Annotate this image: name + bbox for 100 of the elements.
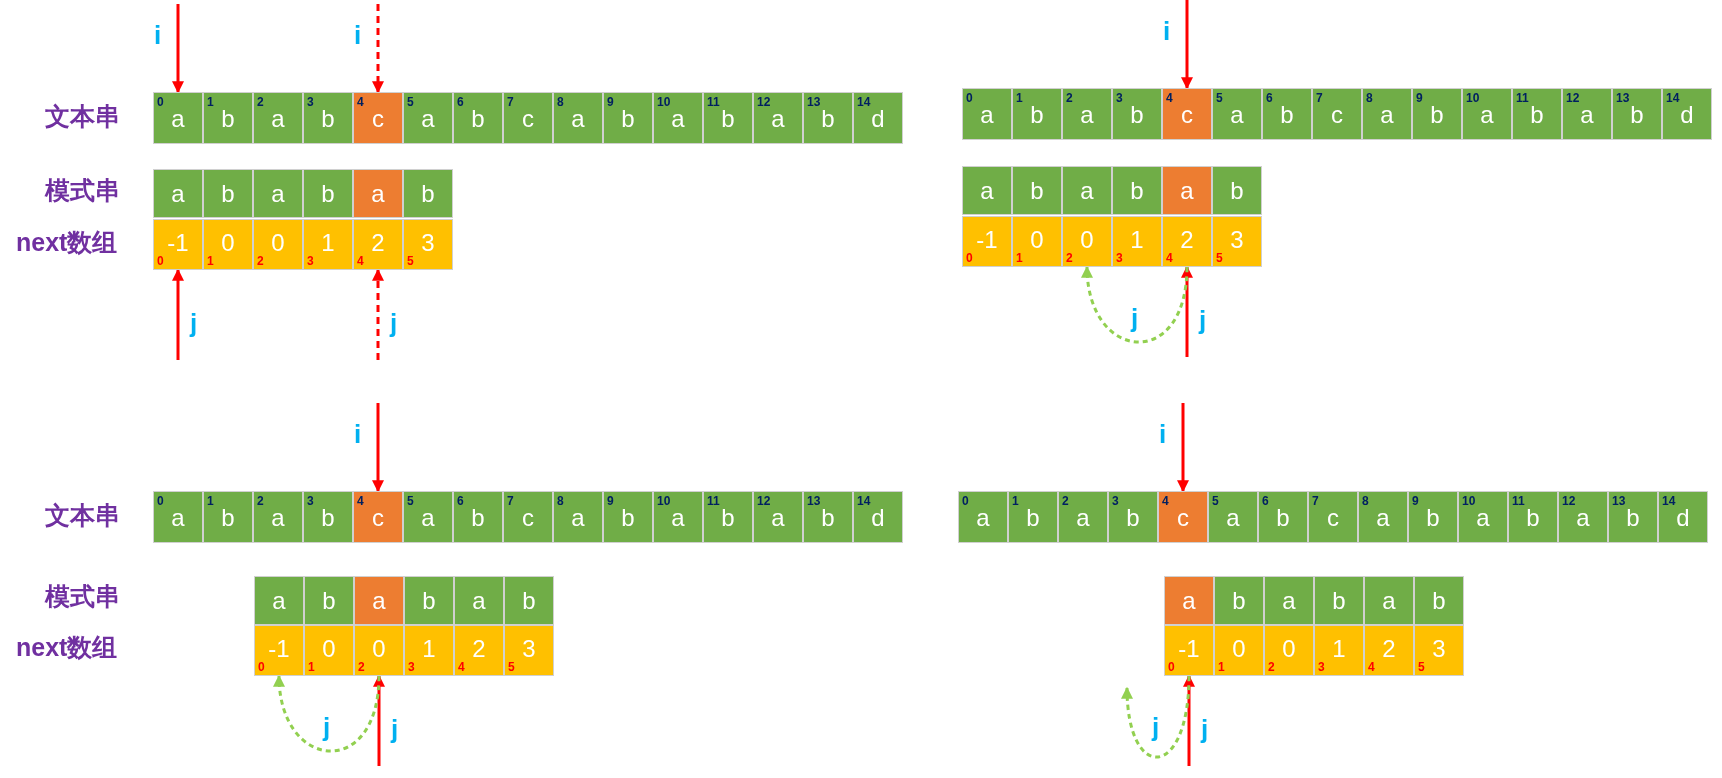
cell-letter: b bbox=[720, 107, 736, 131]
index-number: 10 bbox=[657, 96, 671, 108]
index-number: 12 bbox=[757, 495, 771, 507]
array-cell bbox=[404, 625, 454, 676]
cell-letter: a bbox=[1181, 589, 1197, 613]
index-number: 1 bbox=[1016, 92, 1023, 104]
array-cell bbox=[404, 576, 454, 625]
index-number: 4 bbox=[357, 495, 364, 507]
cell-letter: a bbox=[271, 589, 287, 613]
index-number: 0 bbox=[157, 495, 164, 507]
cell-value: 3 bbox=[1431, 637, 1447, 661]
cell-value: -1 bbox=[166, 231, 190, 255]
cell-letter: a bbox=[1375, 506, 1391, 530]
array-cell bbox=[403, 92, 453, 144]
cell-letter: a bbox=[370, 182, 386, 206]
index-number: 5 bbox=[1418, 661, 1425, 673]
cell-value: -1 bbox=[267, 637, 291, 661]
index-number: 10 bbox=[1466, 92, 1480, 104]
index-number: 6 bbox=[1262, 495, 1269, 507]
array-cell bbox=[504, 576, 554, 625]
array-cell bbox=[1414, 576, 1464, 625]
array-cell bbox=[1058, 491, 1108, 543]
index-number: 1 bbox=[207, 96, 214, 108]
cell-letter: b bbox=[1529, 103, 1545, 127]
index-number: 5 bbox=[1216, 252, 1223, 264]
pointer-label: j bbox=[391, 716, 399, 742]
array-cell bbox=[1012, 88, 1062, 140]
cell-letter: a bbox=[1079, 179, 1095, 203]
array-cell bbox=[1462, 88, 1512, 140]
cell-value: 0 bbox=[1079, 228, 1095, 252]
index-number: 1 bbox=[1218, 661, 1225, 673]
cell-letter: a bbox=[471, 589, 487, 613]
array-cell bbox=[653, 491, 703, 543]
array-cell bbox=[253, 92, 303, 144]
cell-letter: b bbox=[1125, 506, 1141, 530]
cell-letter: b bbox=[521, 589, 537, 613]
index-number: 4 bbox=[458, 661, 465, 673]
array-cell bbox=[1162, 88, 1212, 140]
index-number: 5 bbox=[407, 96, 414, 108]
index-number: 3 bbox=[307, 255, 314, 267]
cell-letter: c bbox=[1326, 506, 1340, 530]
row-label: next数组 bbox=[16, 632, 118, 663]
cell-letter: c bbox=[1180, 103, 1194, 127]
cell-value: -1 bbox=[975, 228, 999, 252]
array-cell bbox=[1164, 576, 1214, 625]
cell-value: 0 bbox=[1281, 637, 1297, 661]
index-number: 12 bbox=[757, 96, 771, 108]
index-number: 10 bbox=[1462, 495, 1476, 507]
cell-letter: a bbox=[1475, 506, 1491, 530]
array-cell bbox=[153, 169, 203, 218]
cell-value: 0 bbox=[321, 637, 337, 661]
array-cell bbox=[803, 92, 853, 144]
array-cell bbox=[553, 491, 603, 543]
pointer-label: i bbox=[154, 22, 162, 48]
array-cell bbox=[504, 625, 554, 676]
array-cell bbox=[1012, 166, 1062, 215]
index-number: 2 bbox=[1066, 92, 1073, 104]
arrow bbox=[373, 674, 385, 766]
cell-letter: b bbox=[1625, 506, 1641, 530]
index-number: 4 bbox=[1166, 92, 1173, 104]
index-number: 1 bbox=[207, 495, 214, 507]
cell-letter: a bbox=[1075, 506, 1091, 530]
arrow bbox=[372, 268, 384, 360]
cell-letter: b bbox=[1425, 506, 1441, 530]
array-cell bbox=[1012, 216, 1062, 267]
cell-letter: b bbox=[420, 182, 436, 206]
index-number: 7 bbox=[507, 495, 514, 507]
array-cell bbox=[353, 169, 403, 218]
cell-value: 0 bbox=[1029, 228, 1045, 252]
cell-letter: a bbox=[270, 506, 286, 530]
array-cell bbox=[403, 169, 453, 218]
index-number: 3 bbox=[1318, 661, 1325, 673]
cell-letter: a bbox=[670, 506, 686, 530]
array-cell bbox=[753, 92, 803, 144]
pointer-label: i bbox=[354, 22, 362, 48]
index-number: 2 bbox=[358, 661, 365, 673]
index-number: 3 bbox=[1112, 495, 1119, 507]
cell-value: -1 bbox=[1177, 637, 1201, 661]
index-number: 0 bbox=[966, 252, 973, 264]
index-number: 2 bbox=[257, 96, 264, 108]
cell-letter: a bbox=[170, 107, 186, 131]
index-number: 4 bbox=[1368, 661, 1375, 673]
index-number: 13 bbox=[1612, 495, 1626, 507]
cell-letter: b bbox=[1525, 506, 1541, 530]
index-number: 3 bbox=[307, 495, 314, 507]
array-cell bbox=[603, 491, 653, 543]
array-cell bbox=[1008, 491, 1058, 543]
cell-letter: b bbox=[320, 182, 336, 206]
array-cell bbox=[153, 92, 203, 144]
arrow bbox=[372, 403, 384, 493]
index-number: 2 bbox=[1062, 495, 1069, 507]
array-cell bbox=[553, 92, 603, 144]
cell-letter: b bbox=[720, 506, 736, 530]
cell-letter: a bbox=[1225, 506, 1241, 530]
index-number: 12 bbox=[1562, 495, 1576, 507]
array-cell bbox=[1312, 88, 1362, 140]
arrow bbox=[1121, 675, 1191, 759]
cell-value: 2 bbox=[1179, 228, 1195, 252]
array-cell bbox=[1108, 491, 1158, 543]
cell-letter: a bbox=[1575, 506, 1591, 530]
